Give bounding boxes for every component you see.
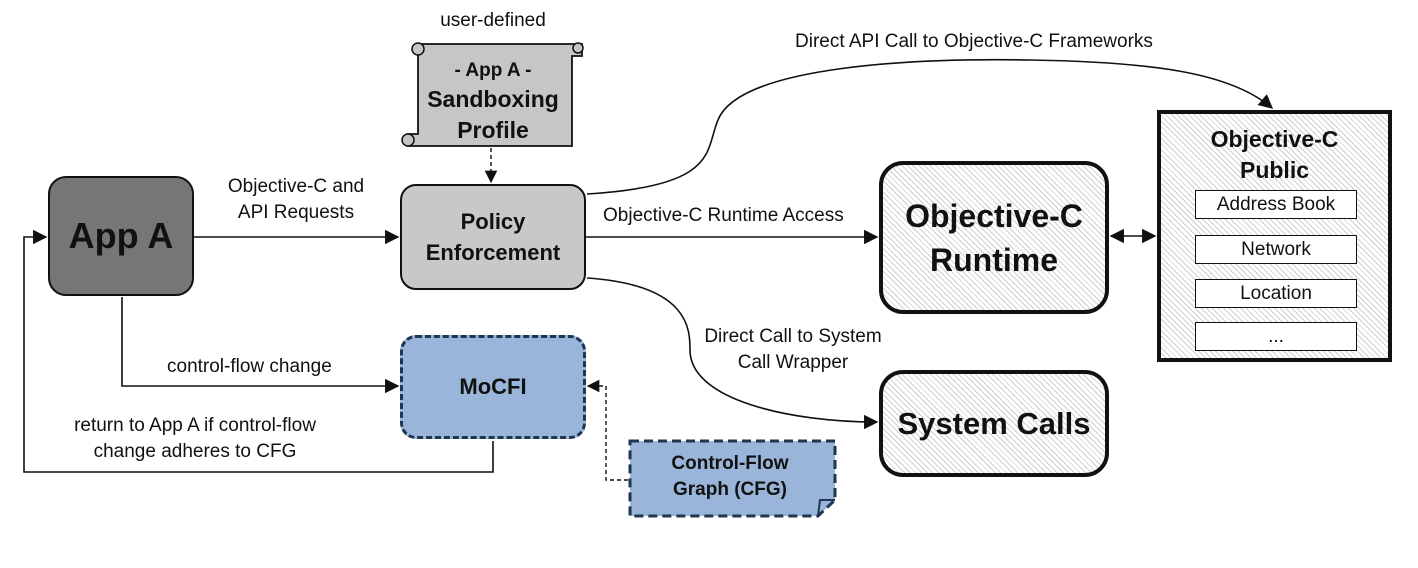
app-a-label: App A xyxy=(68,215,174,256)
policy-label-line1: Policy xyxy=(460,209,526,234)
objective-c-public-box: Objective-C Public Address Book Network … xyxy=(1157,110,1392,362)
cfg-label: Control-Flow Graph (CFG) xyxy=(630,451,830,503)
mocfi-label: MoCFI xyxy=(459,374,527,399)
framework-network: Network xyxy=(1195,235,1357,264)
policy-label-line2: Enforcement xyxy=(425,240,561,265)
edge-label-direct-api: Direct API Call to Objective-C Framework… xyxy=(795,31,1153,52)
return-line2: change adheres to CFG xyxy=(93,441,297,462)
framework-more: ... xyxy=(1195,322,1357,351)
edge-label-return: return to App A if control-flow change a… xyxy=(40,413,350,465)
edge-label-direct-syscall: Direct Call to System Call Wrapper xyxy=(686,324,900,376)
cfg-document-shape xyxy=(628,439,837,518)
sandboxing-profile-text: - App A - Sandboxing Profile xyxy=(414,58,572,146)
arrow-direct-syscall xyxy=(586,277,879,430)
profile-title-line2: Profile xyxy=(457,117,529,143)
direct-syscall-line1: Direct Call to System xyxy=(704,326,882,347)
public-title-line2: Public xyxy=(1239,157,1309,183)
framework-location: Location xyxy=(1195,279,1357,308)
arrow-cf-change xyxy=(121,297,400,394)
cfg-label-line2: Graph (CFG) xyxy=(673,479,787,500)
runtime-label-line2: Runtime xyxy=(930,241,1058,278)
objective-c-runtime-box: Objective-C Runtime xyxy=(879,161,1109,314)
cfg-label-line1: Control-Flow xyxy=(671,453,789,474)
runtime-label-line1: Objective-C xyxy=(905,197,1083,234)
mocfi-box: MoCFI xyxy=(400,335,586,439)
public-title-line1: Objective-C xyxy=(1210,126,1339,152)
system-calls-label: System Calls xyxy=(897,405,1091,441)
edge-label-requests: Objective-C and API Requests xyxy=(206,174,386,226)
profile-title-line1: Sandboxing xyxy=(427,86,559,112)
arrow-cfg-to-mocfi xyxy=(586,379,628,481)
direct-syscall-line2: Call Wrapper xyxy=(737,352,849,373)
framework-address-book: Address Book xyxy=(1195,190,1357,219)
profile-subtitle: - App A - xyxy=(454,60,532,81)
arrow-return-to-app xyxy=(23,229,494,473)
sandboxing-profile-scroll xyxy=(401,42,584,147)
edge-label-runtime-access: Objective-C Runtime Access xyxy=(603,205,844,226)
requests-line2: API Requests xyxy=(237,202,355,223)
system-calls-box: System Calls xyxy=(879,370,1109,477)
requests-line1: Objective-C and xyxy=(227,176,365,197)
policy-enforcement-box: Policy Enforcement xyxy=(400,184,586,290)
return-line1: return to App A if control-flow xyxy=(74,415,316,436)
profile-caption: user-defined xyxy=(440,10,546,31)
arrow-direct-api xyxy=(586,58,1274,195)
edge-label-cf-change: control-flow change xyxy=(167,356,332,377)
app-a-box: App A xyxy=(48,176,194,296)
